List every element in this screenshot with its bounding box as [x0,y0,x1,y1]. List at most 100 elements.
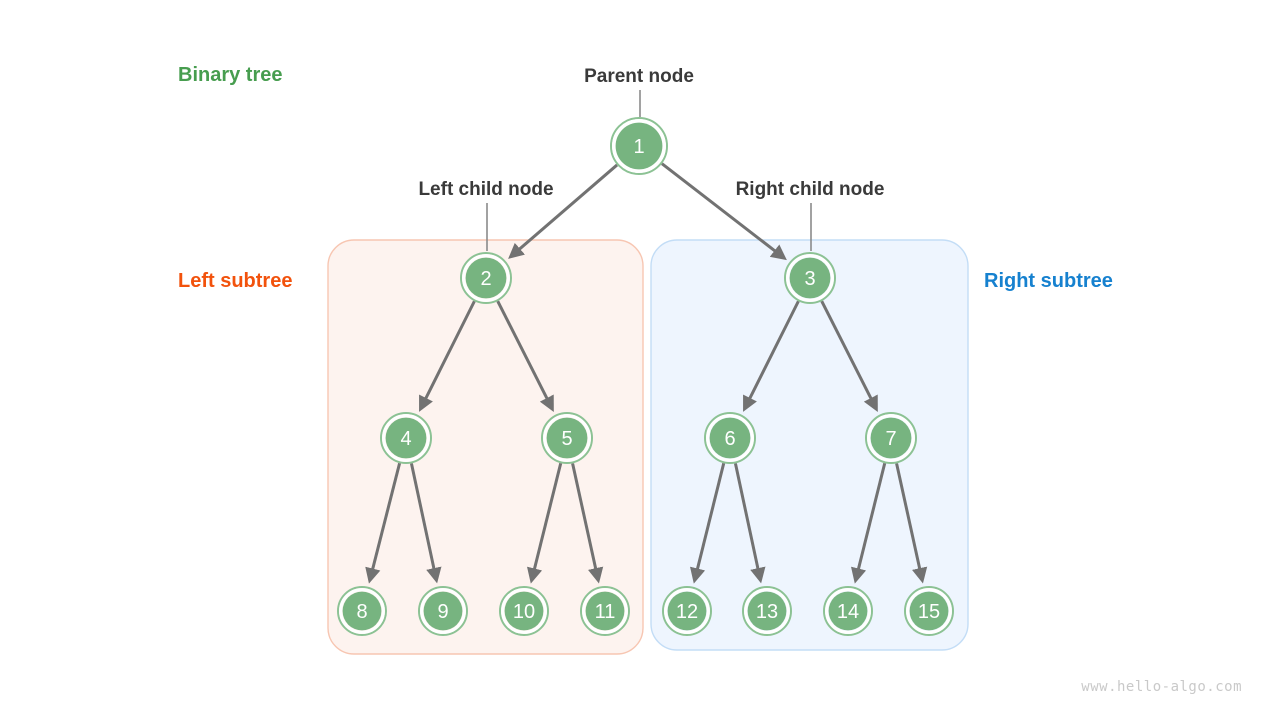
node-fill [504,591,544,631]
tree-node-3[interactable]: 3 [784,252,836,304]
node-ring [382,414,430,462]
node-ring [744,588,790,634]
tree-node-6[interactable]: 6 [704,412,756,464]
node-fill [709,417,751,459]
node-outline [784,252,836,304]
node-fill [909,591,949,631]
label-right-subtree: Right subtree [984,270,1113,292]
node-outline [865,412,917,464]
edge-n7-n15 [895,463,928,584]
node-ring [582,588,628,634]
node-outline [580,586,630,636]
edge-n5-n11 [571,463,604,584]
node-outline [418,586,468,636]
tree-node-12[interactable]: 12 [662,586,712,636]
edge-n3-n6 [743,300,800,412]
node-outline [541,412,593,464]
node-ring [867,414,915,462]
tree-node-9[interactable]: 9 [418,586,468,636]
node-fill [667,591,707,631]
tree-node-10[interactable]: 10 [499,586,549,636]
node-ring [906,588,952,634]
node-ring [543,414,591,462]
node-ring [462,254,510,302]
node-ring [501,588,547,634]
tree-node-15[interactable]: 15 [904,586,954,636]
tree-node-14[interactable]: 14 [823,586,873,636]
node-outline [460,252,512,304]
annotation-pointer-lines [486,90,812,251]
node-value: 11 [595,601,616,623]
subtree-regions [327,239,969,655]
edge-n2-n4 [419,300,476,412]
edge-n4-n9 [409,463,442,584]
node-fill [546,417,588,459]
node-outline [662,586,712,636]
node-value: 9 [437,601,448,623]
node-outline [704,412,756,464]
node-value: 14 [837,601,859,623]
region-right-subtree [650,239,969,651]
node-value: 5 [561,428,572,450]
node-fill [585,591,625,631]
node-outline [823,586,873,636]
watermark: www.hello-algo.com [1081,679,1242,695]
node-value: 13 [756,601,778,623]
edge-n1-n2 [508,163,619,259]
tree-node-13[interactable]: 13 [742,586,792,636]
tree-node-7[interactable]: 7 [865,412,917,464]
edge-n6-n13 [733,463,766,584]
tree-node-8[interactable]: 8 [337,586,387,636]
node-outline [337,586,387,636]
tree-node-1[interactable]: 1 [610,117,668,175]
annotation-left-child: Left child node [418,179,553,200]
edge-n1-n3 [661,162,787,261]
node-fill [828,591,868,631]
figure-title: Binary tree [178,64,283,86]
node-fill [615,122,663,170]
tree-edges [365,162,928,584]
node-value: 10 [513,601,535,623]
node-fill [870,417,912,459]
edge-n7-n14 [850,462,887,584]
node-value: 4 [400,428,411,450]
edge-n4-n8 [365,462,402,584]
edge-n3-n7 [820,300,878,412]
node-outline [499,586,549,636]
tree-node-4[interactable]: 4 [380,412,432,464]
tree-node-11[interactable]: 11 [580,586,630,636]
node-fill [342,591,382,631]
node-fill [423,591,463,631]
node-ring [339,588,385,634]
node-ring [420,588,466,634]
node-value: 12 [676,601,698,623]
region-left-subtree [327,239,644,655]
node-ring [706,414,754,462]
node-ring [786,254,834,302]
node-value: 7 [885,428,896,450]
tree-node-2[interactable]: 2 [460,252,512,304]
node-fill [465,257,507,299]
node-value: 8 [356,601,367,623]
node-outline [904,586,954,636]
node-fill [385,417,427,459]
edge-n2-n5 [496,300,554,412]
annotation-parent: Parent node [584,66,694,87]
node-fill [747,591,787,631]
node-ring [612,119,666,173]
node-fill [789,257,831,299]
node-outline [610,117,668,175]
node-value: 15 [918,601,940,623]
node-value: 3 [804,268,815,290]
node-ring [825,588,871,634]
node-value: 1 [633,136,644,158]
node-value: 6 [724,428,735,450]
tree-node-5[interactable]: 5 [541,412,593,464]
edge-n6-n12 [689,462,726,584]
edge-n5-n10 [526,462,563,584]
